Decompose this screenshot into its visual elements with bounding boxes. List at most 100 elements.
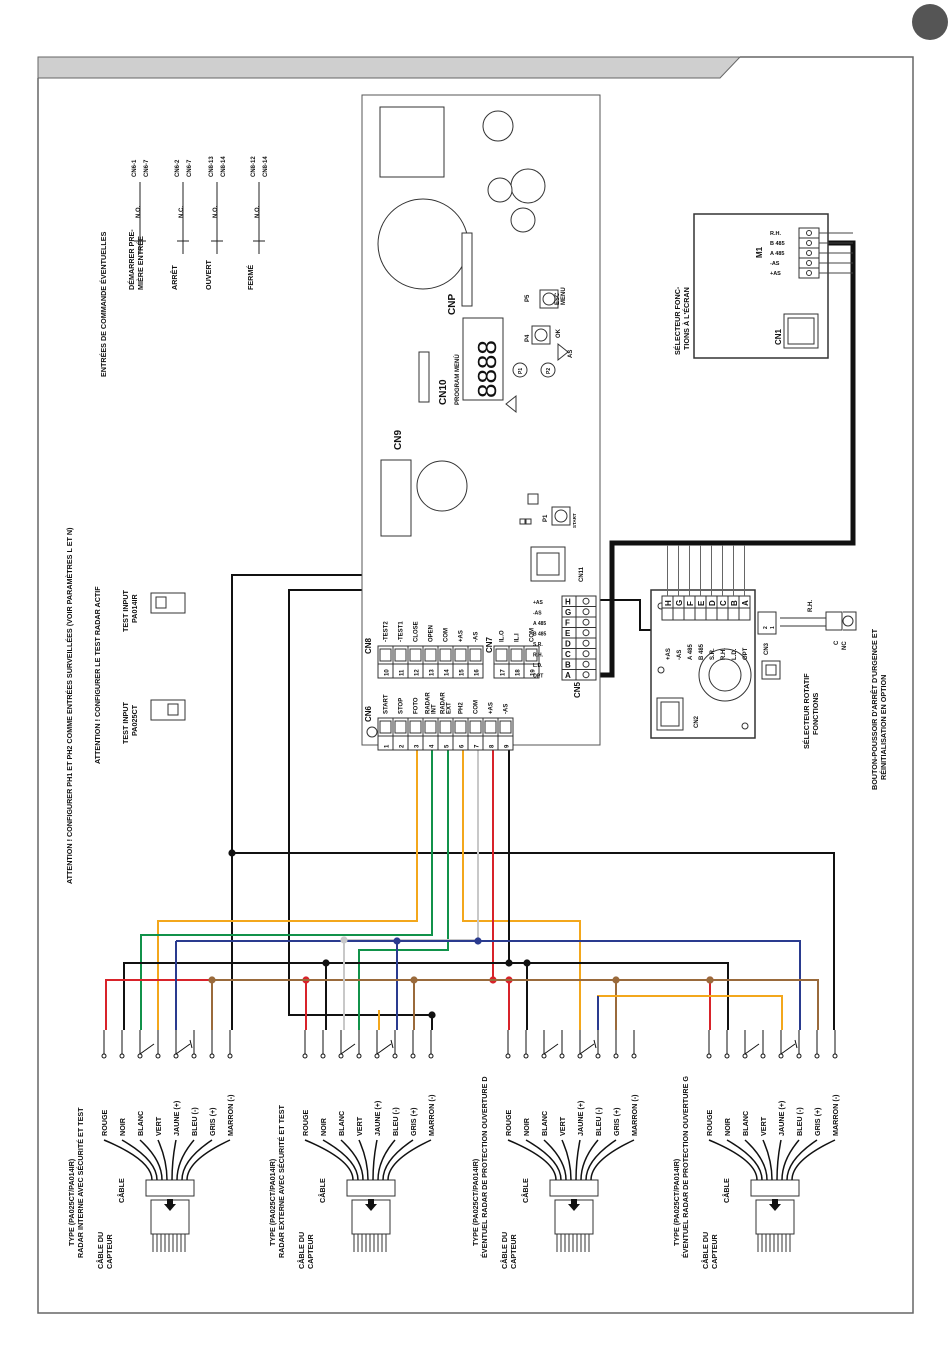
- cn6-screw[interactable]: [394, 720, 407, 734]
- m1-pin-screw[interactable]: [806, 240, 812, 246]
- cn5-letter-F: F: [565, 619, 570, 628]
- wire-terminal-dot: [155, 1053, 161, 1059]
- warning-line-2: ATTENTION ! CONFIGURER LE TEST RADAR ACT…: [93, 586, 102, 764]
- cn8-name: -TEST2: [384, 621, 390, 642]
- capacitor: [377, 198, 469, 290]
- command-input-label: MIÈRE ENTRÉE: [136, 236, 145, 290]
- relay-contact-icon: [376, 1039, 394, 1055]
- cn7-screw[interactable]: [525, 648, 538, 662]
- cn6-screw[interactable]: [499, 720, 512, 734]
- emergency-nc-label: NC: [842, 641, 848, 650]
- relay-contact-icon: [175, 1039, 193, 1055]
- cn1-label: CN1: [774, 328, 783, 345]
- switch-icon[interactable]: [211, 230, 223, 254]
- cn5-screw[interactable]: [582, 650, 590, 658]
- cn3-button-inner[interactable]: [765, 664, 777, 676]
- cn5-screw[interactable]: [582, 660, 590, 668]
- emergency-mushroom-icon[interactable]: [842, 615, 854, 627]
- junction-dot: [208, 976, 216, 984]
- sensor-wire-label: MARRON (-): [831, 1094, 840, 1136]
- wire-terminal-dot: [778, 1053, 784, 1059]
- sensor-type: TYPE (PA025CT/PA014IR): [672, 1158, 681, 1246]
- cn5-screw[interactable]: [582, 618, 590, 626]
- rotary-terminal[interactable]: [716, 607, 729, 621]
- cn6-screw[interactable]: [409, 720, 422, 734]
- m1-pin-label: A 485: [770, 251, 784, 257]
- command-inputs-title: ENTRÉES DE COMMANDE ÉVENTUELLES: [99, 231, 108, 377]
- cn6-screw[interactable]: [454, 720, 467, 734]
- rotary-name: A 485: [688, 644, 694, 660]
- m1-pin-screw[interactable]: [806, 230, 812, 236]
- start-label: START: [572, 513, 577, 528]
- sensor-lead: [340, 1139, 364, 1181]
- cn5-screw[interactable]: [582, 629, 590, 637]
- header-tab: [37, 56, 742, 79]
- rotary-name: L.D.: [732, 648, 738, 660]
- cn5-screw[interactable]: [582, 671, 590, 679]
- cn6-screw[interactable]: [424, 720, 437, 734]
- sensor-cable-label-2: CAPTEUR: [509, 1233, 518, 1269]
- relay-contact-icon: [543, 1043, 559, 1055]
- m1-pin-screw[interactable]: [806, 260, 812, 266]
- rotary-terminal[interactable]: [672, 607, 685, 621]
- sensor-wire-label: GRIS (+): [813, 1107, 822, 1136]
- rotary-terminal[interactable]: [683, 607, 696, 621]
- m1-pin-screw[interactable]: [806, 250, 812, 256]
- sensor-lead: [358, 1139, 369, 1181]
- cn8-screw[interactable]: [379, 648, 392, 662]
- rotary-name: B 485: [699, 643, 705, 660]
- wire-terminal-dot: [356, 1053, 362, 1059]
- cn8-screw[interactable]: [394, 648, 407, 662]
- wire-terminal-dot: [227, 1053, 233, 1059]
- cn6-number-6: 6: [460, 744, 466, 748]
- sensor-3: TYPE (PA025CT/PA014IR)ÉVENTUEL RADAR DE …: [672, 1030, 840, 1269]
- junction-dot: [706, 976, 714, 984]
- display-digits: 8888: [472, 340, 502, 398]
- sensor-type: TYPE (PA025CT/PA014IR): [471, 1158, 480, 1246]
- page-frame: [37, 56, 914, 1314]
- rotary-terminal[interactable]: [661, 607, 674, 621]
- sensor-wire-label: BLANC: [741, 1111, 750, 1136]
- cn8-screw[interactable]: [469, 648, 482, 662]
- emergency-label-1: BOUTON-POUSSOIR D'ARRÊT D'URGENCE ET: [870, 628, 879, 790]
- switch-icon[interactable]: [177, 230, 189, 254]
- cn7-screw[interactable]: [510, 648, 523, 662]
- switch-icon[interactable]: [134, 230, 146, 254]
- m1-pin-screw[interactable]: [806, 270, 812, 276]
- cn5-letter-C: C: [565, 650, 571, 659]
- sensor-desc: ÉVENTUEL RADAR DE PROTECTION OUVERTURE G: [681, 1076, 690, 1258]
- rotary-terminal[interactable]: [727, 607, 740, 621]
- wire-terminal-dot: [523, 1053, 529, 1059]
- sensor-wire-label: NOIR: [723, 1117, 732, 1136]
- cn8-screw[interactable]: [454, 648, 467, 662]
- wire-terminal-dot: [374, 1053, 380, 1059]
- cn8-screw[interactable]: [424, 648, 437, 662]
- sensor-wire-label: NOIR: [522, 1117, 531, 1136]
- test-input-pa025ct: TEST INPUT PA025CT: [121, 699, 186, 744]
- wire-minus-as: [123, 738, 510, 1030]
- cn8-screw[interactable]: [409, 648, 422, 662]
- cn5-screw[interactable]: [582, 597, 590, 605]
- test-input-1-model: PA025CT: [130, 704, 139, 736]
- cn5-screw[interactable]: [582, 608, 590, 616]
- cn6-screw[interactable]: [484, 720, 497, 734]
- page-corner-dot: [912, 4, 948, 40]
- rotary-letter-E: E: [697, 600, 706, 606]
- rotary-terminal[interactable]: [694, 607, 707, 621]
- rotary-terminal[interactable]: [738, 607, 751, 621]
- p1-start-knob[interactable]: [554, 509, 568, 523]
- p5-button-knob[interactable]: [542, 292, 556, 306]
- cn7-screw[interactable]: [495, 648, 508, 662]
- cn8-screw[interactable]: [439, 648, 452, 662]
- rotary-terminal[interactable]: [705, 607, 718, 621]
- cn6-screw[interactable]: [379, 720, 392, 734]
- cn6-screw[interactable]: [469, 720, 482, 734]
- cn6-screw[interactable]: [439, 720, 452, 734]
- switch-icon[interactable]: [253, 230, 265, 254]
- sensor-lead: [181, 1139, 213, 1181]
- p4-button-knob[interactable]: [534, 328, 548, 342]
- cn6-name: INT: [432, 704, 438, 714]
- command-contact-type: N.O.: [255, 205, 261, 218]
- cn8-label: CN8: [364, 637, 373, 654]
- cn5-screw[interactable]: [582, 639, 590, 647]
